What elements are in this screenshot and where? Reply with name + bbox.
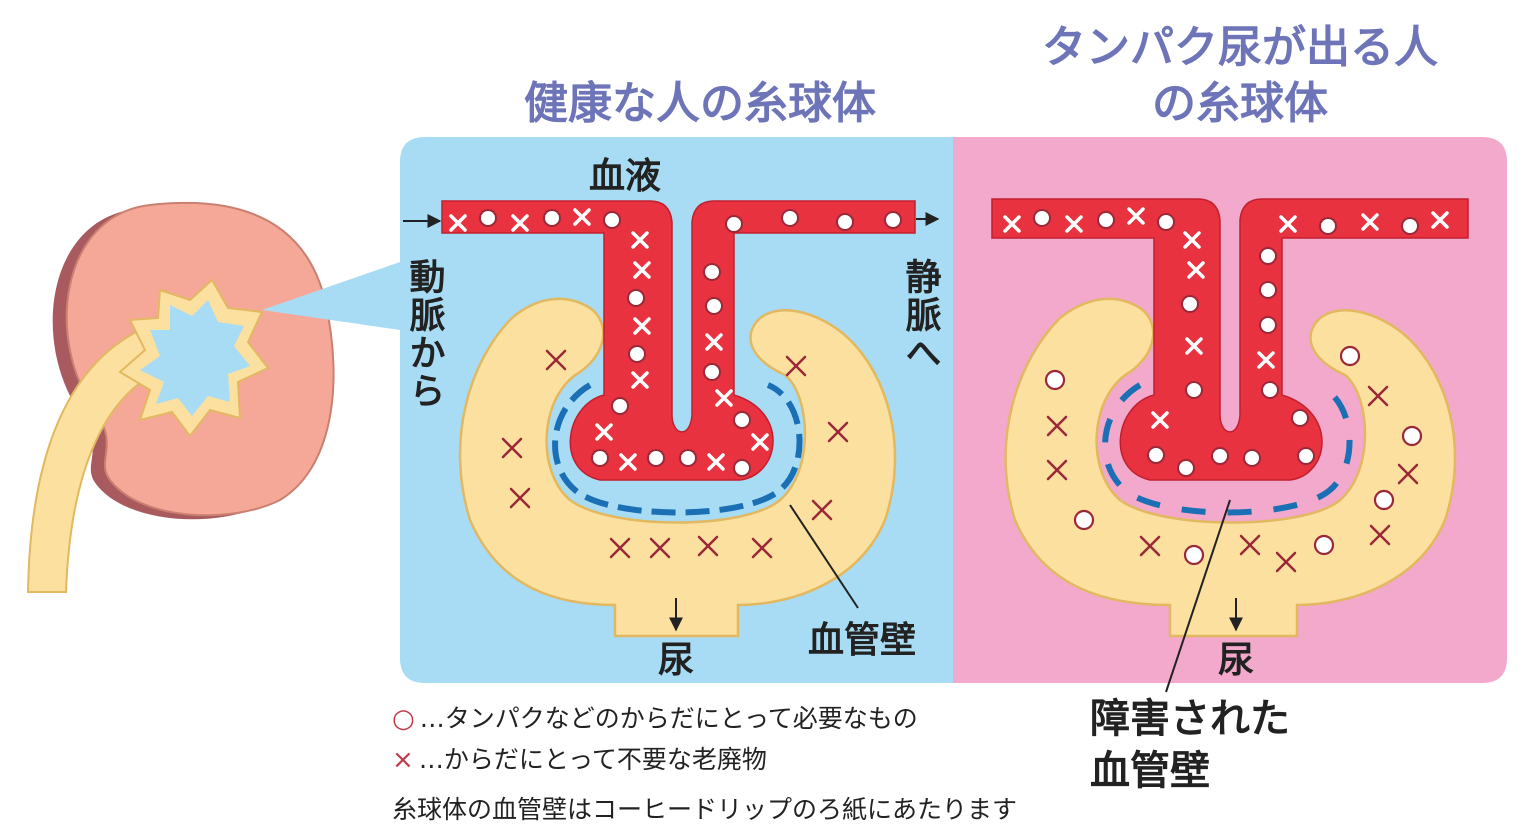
label-damaged-line1: 障害された — [1090, 696, 1290, 742]
kidney-illustration — [26, 201, 400, 593]
bowman-capsule-right — [1004, 297, 1457, 638]
label-from-artery: 動脈から — [404, 258, 446, 410]
legend-cross-row: × …からだにとって不要な老廃物 — [392, 745, 767, 775]
legend-circle-text: …タンパクなどのからだにとって必要なもの — [420, 704, 918, 733]
legend-cross-symbol: × — [392, 745, 414, 775]
legend-circle-symbol: ○ — [392, 704, 415, 734]
vessel-wall-dashed-right — [1102, 382, 1353, 516]
label-blood: 血液 — [589, 156, 661, 197]
capillary-right — [991, 198, 1469, 481]
label-vessel-wall: 血管壁 — [808, 620, 916, 661]
healthy-glomerulus — [403, 200, 940, 638]
title-proteinuria-line1: タンパク尿が出る人 — [1042, 22, 1438, 73]
legend: ○ …タンパクなどのからだにとって必要なもの × …からだにとって不要な老廃物 — [392, 704, 918, 775]
capillary-left — [441, 200, 916, 481]
disease-glomerulus — [991, 198, 1469, 693]
legend-cross-text: …からだにとって不要な老廃物 — [419, 745, 767, 774]
label-urine-right: 尿 — [1218, 640, 1254, 681]
vessel-wall-dashed-left — [552, 382, 803, 516]
legend-circle-row: ○ …タンパクなどのからだにとって必要なもの — [392, 704, 918, 734]
bowman-capsule-left — [458, 297, 897, 638]
title-proteinuria-line2: の糸球体 — [1152, 78, 1328, 129]
title-healthy: 健康な人の糸球体 — [524, 78, 876, 129]
label-urine-left: 尿 — [658, 640, 694, 681]
label-to-vein: 静脈へ — [900, 258, 942, 372]
zoom-callout — [262, 262, 400, 330]
label-damaged-line2: 血管壁 — [1090, 748, 1210, 794]
note-text: 糸球体の血管壁はコーヒードリップのろ紙にあたります — [392, 795, 1017, 824]
